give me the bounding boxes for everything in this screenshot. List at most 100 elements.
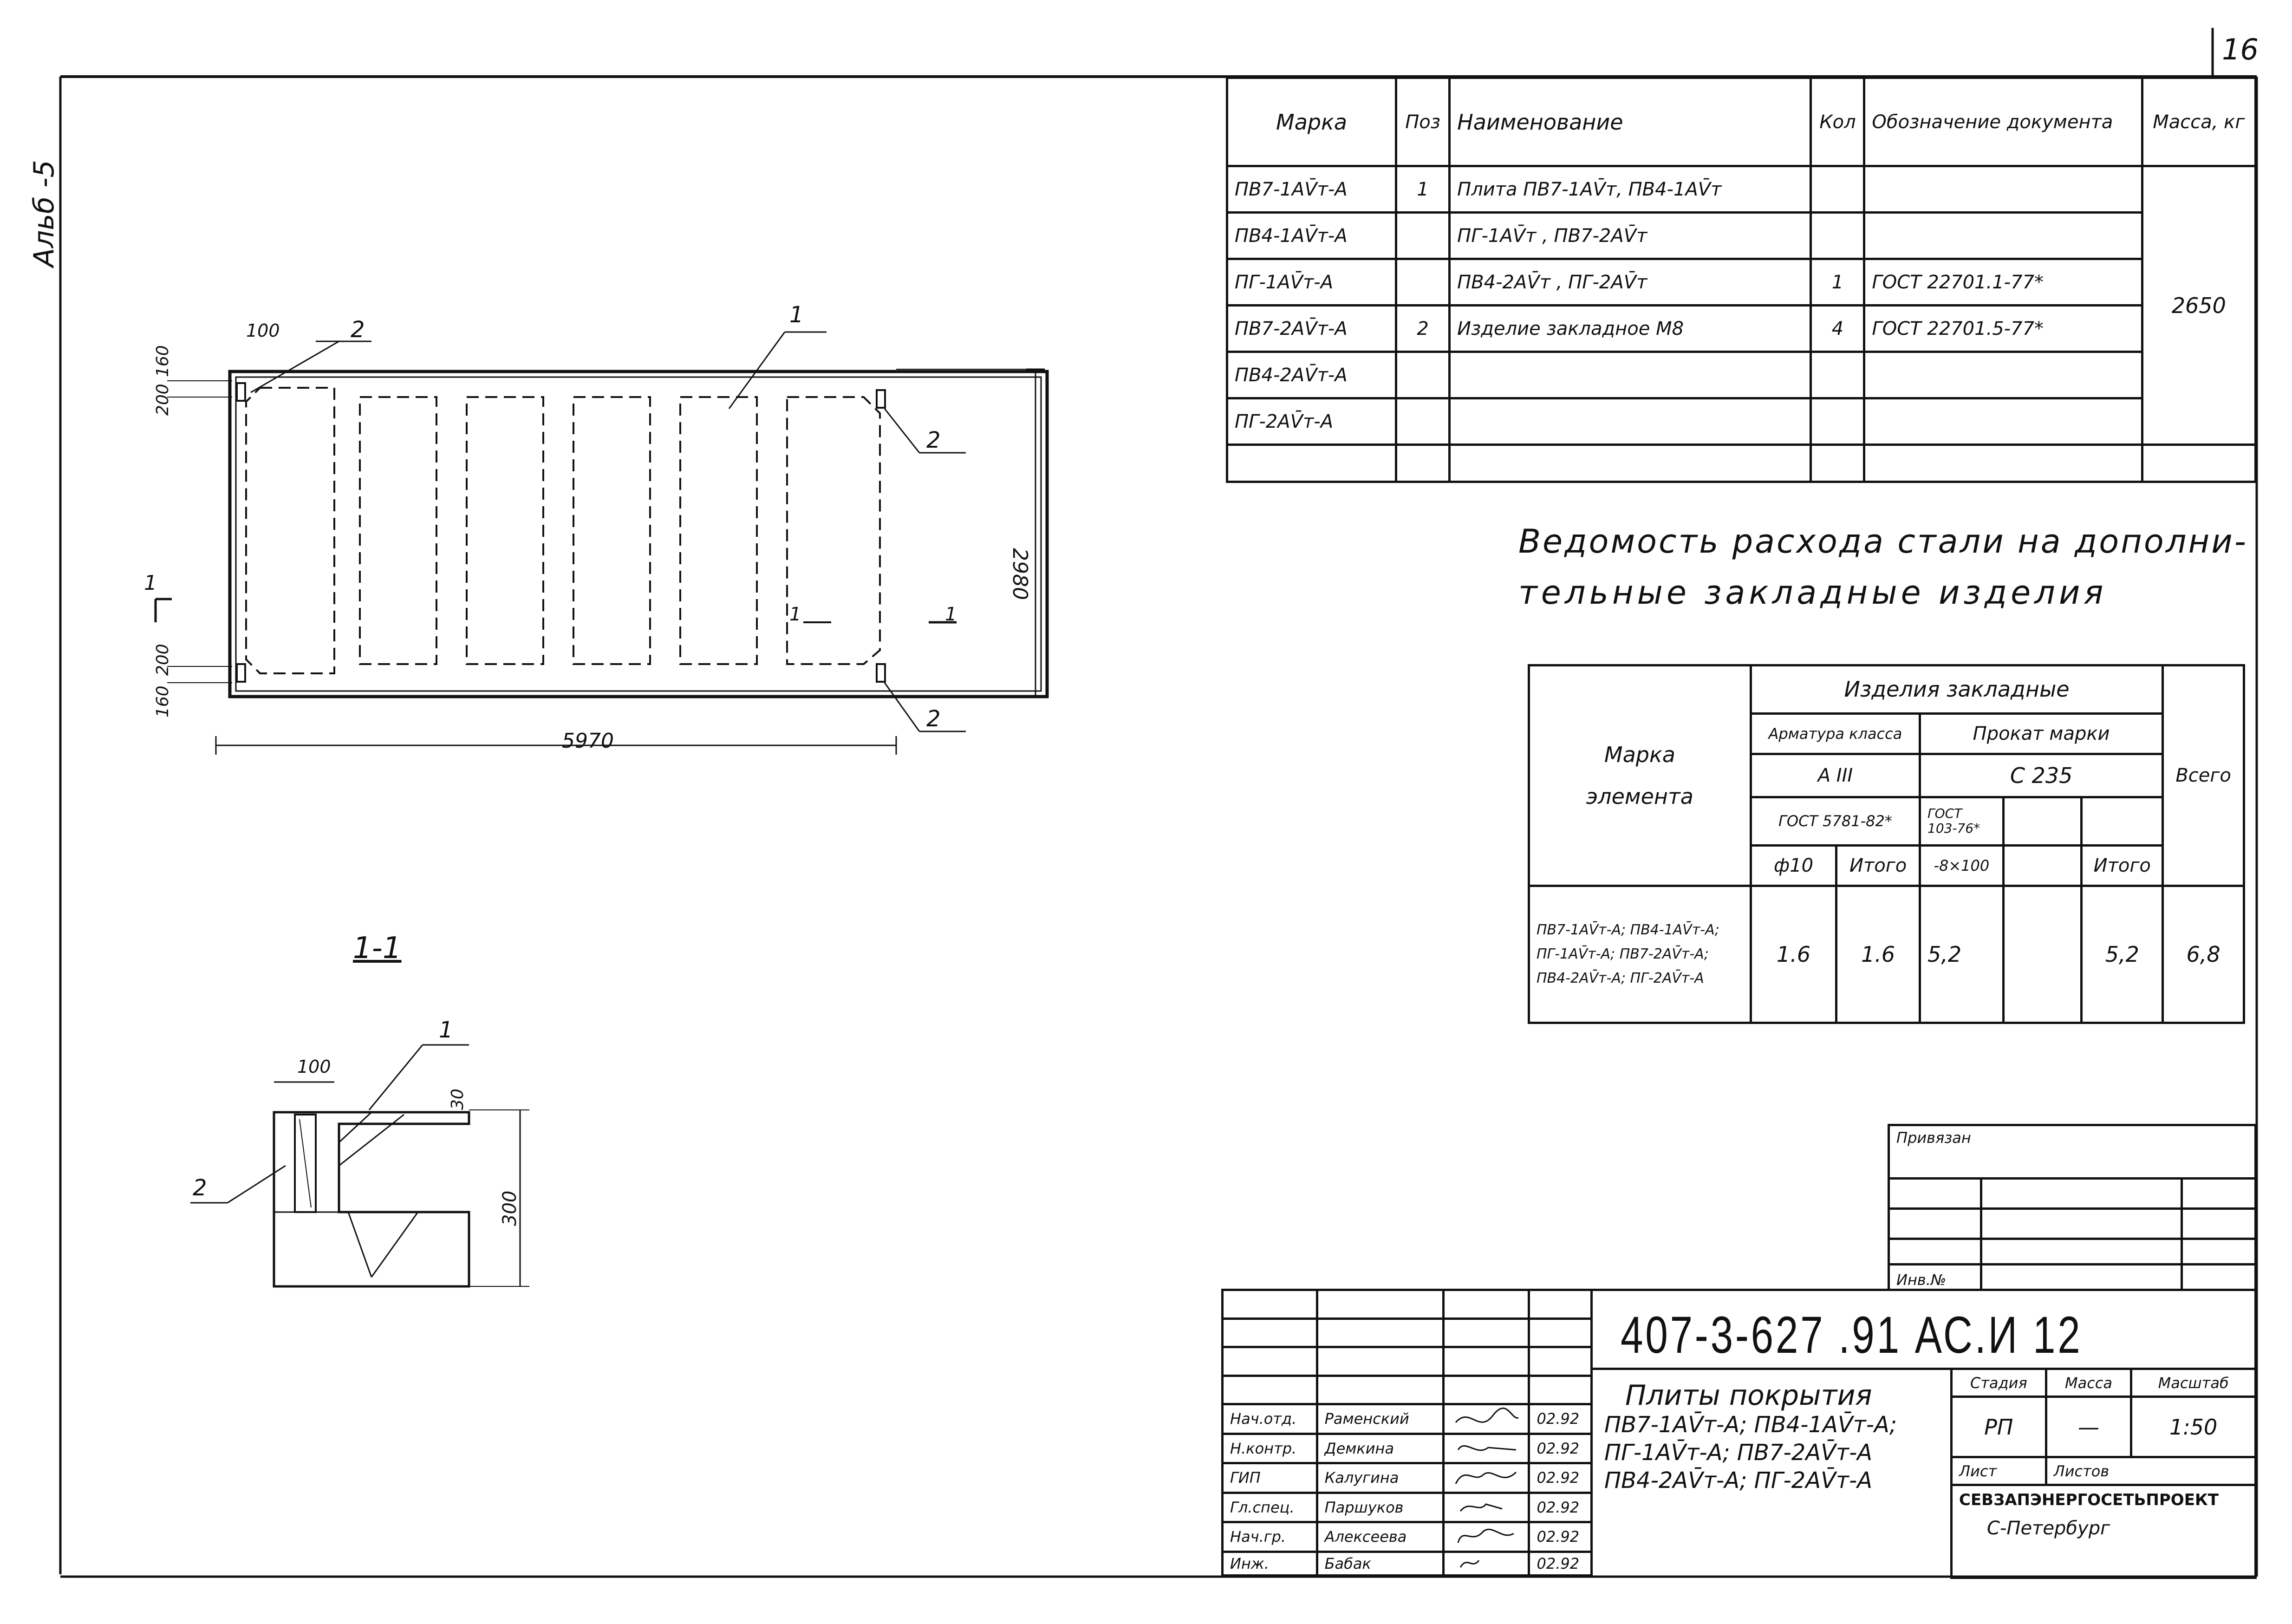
- steel-val-itogo1: 1.6: [1835, 885, 1921, 1024]
- steel-header-itogo2: Итого: [2080, 844, 2164, 887]
- section-mark-right-a: 1: [789, 604, 801, 625]
- spec-mass: 2650: [2141, 165, 2257, 446]
- spec-table: Марка Поз Наименование Кол Обозначение д…: [1225, 77, 2257, 483]
- dim-lower-a: 200: [153, 644, 172, 676]
- steel-header-mark-line2: элемента: [1586, 784, 1693, 809]
- drawing-name-line-4: ПВ4-2АV̄т-А; ПГ-2АV̄т-А: [1604, 1467, 1873, 1494]
- sig-signature-6: [1442, 1550, 1530, 1577]
- dim-lower-b: 160: [153, 685, 172, 717]
- sig-signature-3: [1442, 1462, 1530, 1494]
- sig-date-3: 02.92: [1528, 1462, 1593, 1494]
- drawing-name-cell: Плиты покрытия ПВ7-1АV̄т-А; ПВ4-1АV̄т-А;…: [1593, 1370, 1950, 1577]
- spec-mark-5: ПВ4-2АV̄т-А: [1225, 351, 1398, 399]
- callout-insert-r: 2: [926, 427, 941, 453]
- spec-mark-6: ПГ-2АV̄т-А: [1225, 397, 1398, 446]
- steel-header-group: Изделия закладные: [1749, 664, 2164, 715]
- privyazan-label: Привязан: [1888, 1124, 2257, 1180]
- steel-val-phi10: 1.6: [1749, 885, 1838, 1024]
- steel-val-blank: [2002, 885, 2083, 1024]
- plan-drawing: [154, 331, 1049, 755]
- overall-width: 2980: [1008, 548, 1032, 600]
- stage-value: РП: [1950, 1396, 2047, 1458]
- steel-header-rebar-class: Арматура класса: [1749, 712, 1921, 756]
- steel-header-a3: А III: [1749, 753, 1921, 798]
- sig-signature-2: [1442, 1432, 1530, 1465]
- section-title: 1-1: [353, 931, 402, 965]
- section-mark-right-b: 1: [945, 604, 957, 625]
- steel-table: Марка элемента Изделия закладные Всего А…: [1528, 664, 2245, 1024]
- sig-role-1: Нач.отд.: [1221, 1403, 1318, 1435]
- spec-name-2: ПГ-1АV̄т , ПВ7-2АV̄т: [1448, 211, 1812, 260]
- sig-role-6: Инж.: [1221, 1550, 1318, 1577]
- spec-mark-2: ПВ4-1АV̄т-А: [1225, 211, 1398, 260]
- sig-role-3: ГИП: [1221, 1462, 1318, 1494]
- sig-signature-1: [1442, 1403, 1530, 1435]
- steel-header-total: Всего: [2162, 664, 2245, 887]
- section-drawing: [190, 1044, 529, 1288]
- spec-qty-3: 1: [1810, 258, 1866, 307]
- spec-header-mark: Марка: [1225, 77, 1398, 167]
- steel-header-rolled: Прокат марки: [1918, 712, 2164, 756]
- spec-name-3: ПВ4-2АV̄т , ПГ-2АV̄т: [1448, 258, 1812, 307]
- steel-row-marks: ПВ7-1АV̄т-А; ПВ4-1АV̄т-А; ПГ-1АV̄т-А; ПВ…: [1528, 885, 1752, 1024]
- title-block: Нач.отд. Раменский 02.92 Н.контр. Демкин…: [1221, 1289, 2257, 1579]
- drawing-name-line-3: ПГ-1АV̄т-А; ПВ7-2АV̄т-А: [1604, 1440, 1873, 1466]
- sig-name-5: Алексеева: [1315, 1521, 1445, 1553]
- spec-header-pos: Поз: [1395, 77, 1451, 167]
- inv-no-label: Инв.№: [1887, 1263, 1983, 1291]
- stage-mass-scale-grid: Стадия Масса Масштаб РП — 1:50 Лист Лист…: [1950, 1368, 2257, 1579]
- steel-title-line1: Ведомость расхода стали на дополни-: [1518, 522, 2248, 561]
- sig-name-2: Демкина: [1315, 1432, 1445, 1465]
- album-label: Альб -5: [28, 160, 60, 267]
- callout-insert-br: 2: [926, 706, 941, 732]
- drawing-name-line-2: ПВ7-1АV̄т-А; ПВ4-1АV̄т-А;: [1604, 1412, 1897, 1438]
- dim-corner-a: 160: [153, 345, 172, 377]
- steel-header-gost-rolled: ГОСТ 103-76*: [1919, 796, 2005, 847]
- steel-header-gost-rebar: ГОСТ 5781-82*: [1749, 796, 1921, 847]
- sig-signature-5: [1442, 1521, 1530, 1553]
- sig-name-1: Раменский: [1315, 1403, 1445, 1435]
- steel-val-total: 6,8: [2162, 885, 2245, 1024]
- spec-header-qty: Кол: [1810, 77, 1866, 167]
- spec-mark-4: ПВ7-2АV̄т-А: [1225, 304, 1398, 353]
- sig-date-5: 02.92: [1528, 1521, 1593, 1553]
- document-code-cell: 407-3-627 .91 АС.И 12: [1593, 1289, 2257, 1370]
- spec-qty-4: 4: [1810, 304, 1866, 353]
- steel-header-mark-line1: Марка: [1604, 742, 1675, 768]
- section-callout-insert: 2: [193, 1175, 207, 1201]
- sig-role-5: Нач.гр.: [1221, 1521, 1318, 1553]
- overall-length: 5970: [562, 729, 614, 753]
- steel-header-phi10: ф10: [1749, 844, 1838, 887]
- section-mark-left: 1: [144, 571, 157, 595]
- spec-name-4: Изделие закладное М8: [1448, 304, 1812, 353]
- sig-role-2: Н.контр.: [1221, 1432, 1318, 1465]
- spec-doc-1: [1863, 165, 2143, 214]
- scale-value: 1:50: [2130, 1396, 2257, 1458]
- spec-doc-2: [1863, 211, 2143, 260]
- spec-qty-2: [1810, 211, 1866, 260]
- sig-role-4: Гл.спец.: [1221, 1491, 1318, 1524]
- steel-val-itogo2: 5,2: [2080, 885, 2164, 1024]
- sig-name-3: Калугина: [1315, 1462, 1445, 1494]
- spec-pos-2: [1395, 211, 1451, 260]
- steel-header-c235: С 235: [1918, 753, 2164, 798]
- org-cell: СЕВЗАПЭНЕРГОСЕТЬПРОЕКТ С-Петербург: [1950, 1484, 2257, 1579]
- sig-date-1: 02.92: [1528, 1403, 1593, 1435]
- spec-pos-4: 2: [1395, 304, 1451, 353]
- sheet-number: 16: [2222, 33, 2259, 66]
- dim-top-edge: 100: [246, 320, 280, 341]
- callout-slab: 1: [789, 302, 804, 328]
- scale-header: Масштаб: [2130, 1368, 2257, 1398]
- sheets-label: Листов: [2045, 1456, 2257, 1486]
- steel-header-strip: -8×100: [1919, 844, 2005, 887]
- sig-date-4: 02.92: [1528, 1491, 1593, 1524]
- steel-header-mark: Марка элемента: [1528, 664, 1752, 887]
- dim-corner-b: 200: [153, 384, 172, 416]
- mass-value: —: [2045, 1396, 2133, 1458]
- spec-pos-3: [1395, 258, 1451, 307]
- steel-val-strip: 5,2: [1919, 885, 2005, 1024]
- spec-header-name: Наименование: [1448, 77, 1812, 167]
- mass-header: Масса: [2045, 1368, 2133, 1398]
- spec-mark-1: ПВ7-1АV̄т-А: [1225, 165, 1398, 214]
- spec-pos-1: 1: [1395, 165, 1451, 214]
